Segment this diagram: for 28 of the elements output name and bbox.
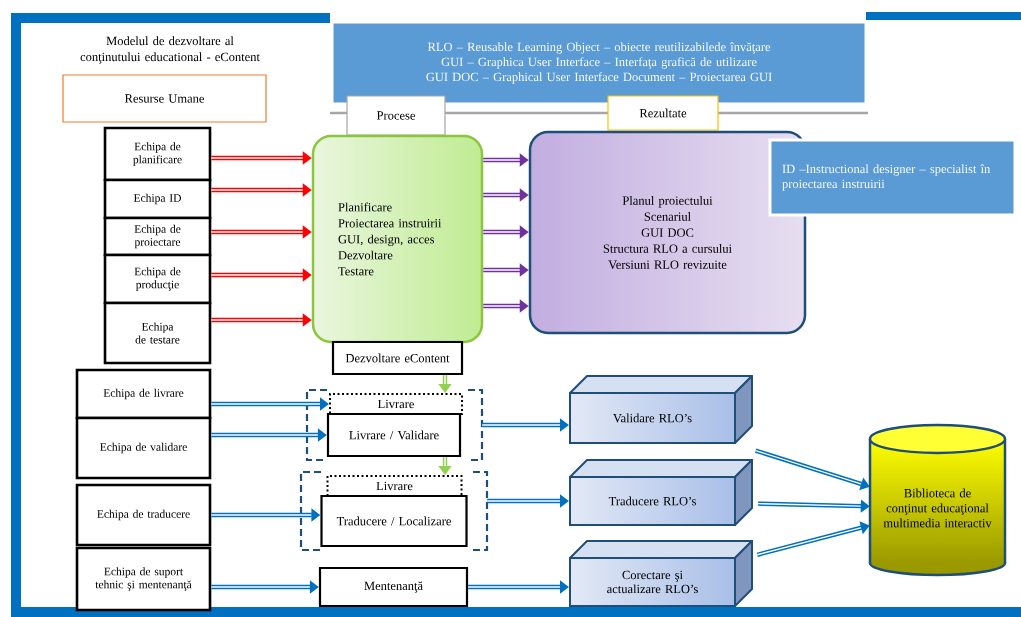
database-cylinder: Biblioteca de conţinut educaţional multimedia interactiv bbox=[868, 423, 1007, 577]
process-box: Planificare Proiectarea instruirii GUI, design, acces Dezvoltare Testare bbox=[311, 134, 484, 344]
info-box: RLO – Reusable Learning Object – obiecte reutilizabilede învăţare GUI – Graphica User Interface – Interfaţa grafică de utilizare GUI DOC – Graphical User Interface Document – Proiectarea GUI bbox=[330, 20, 868, 106]
team-box: Echipa de testare bbox=[103, 301, 212, 365]
3d-box: Corectare şi actualizare RLO’s bbox=[569, 540, 753, 607]
process-box: Dezvoltare eContent bbox=[331, 340, 464, 376]
title: Modelul de dezvoltare al conţinutului educational - eContent bbox=[80, 36, 260, 64]
arrow bbox=[756, 521, 870, 557]
category-box: Resurse Umane bbox=[62, 74, 267, 123]
info-box: ID –Instructional designer – specialist în proiectarea instruirii bbox=[768, 138, 1017, 217]
team-box: Echipa de validare bbox=[75, 416, 212, 480]
team-box: Echipa de traducere bbox=[75, 483, 212, 547]
arrow bbox=[757, 499, 870, 513]
process-box: Mentenanţă bbox=[318, 566, 469, 608]
team-box: Echipa de producţie bbox=[103, 253, 212, 305]
team-box: Echipa de suport tehnic şi mentenanţă bbox=[75, 546, 212, 612]
dashed-group bbox=[299, 470, 489, 552]
dashed-group bbox=[305, 388, 484, 462]
team-box: Echipa ID bbox=[103, 178, 212, 220]
process-box: Livrare bbox=[329, 393, 463, 415]
3d-box: Validare RLO’s bbox=[569, 375, 753, 444]
column-tab: Rezultate bbox=[607, 95, 719, 131]
3d-box: Traducere RLO’s bbox=[569, 459, 753, 526]
team-box: Echipa de livrare bbox=[75, 368, 212, 420]
team-box: Echipa de planificare bbox=[103, 126, 212, 182]
column-tab: Procese bbox=[346, 95, 446, 136]
team-box: Echipa de proiectare bbox=[103, 216, 212, 257]
process-box: Livrare bbox=[326, 475, 463, 497]
